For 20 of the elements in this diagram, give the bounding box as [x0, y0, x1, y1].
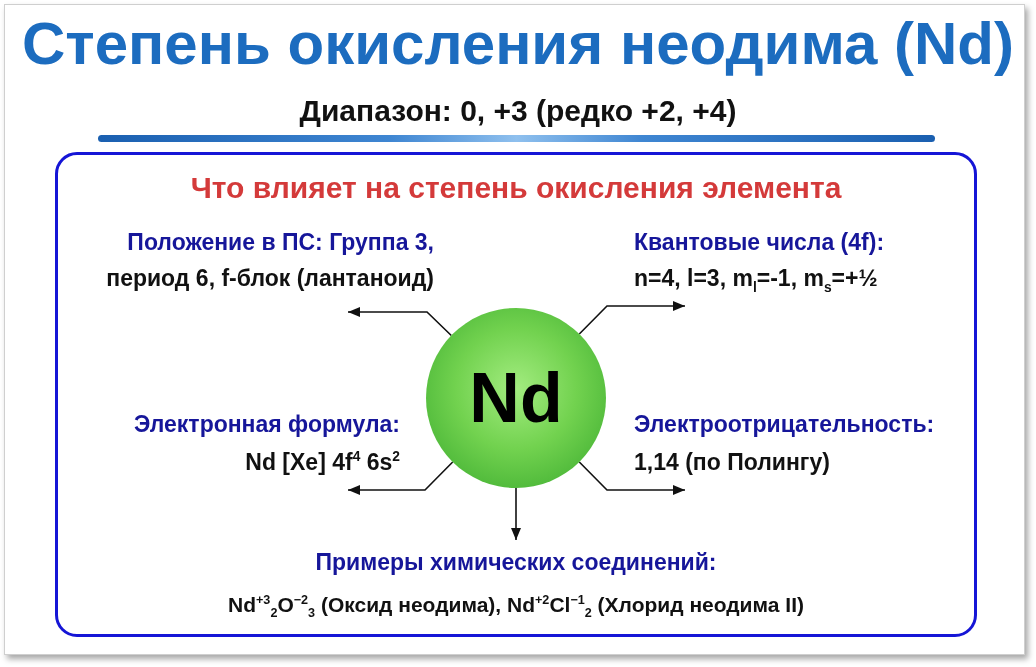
factor-heading: Электроотрицательность: — [634, 411, 935, 437]
page-title: Степень окисления неодима (Nd) — [22, 9, 1014, 79]
element-symbol: Nd — [469, 363, 563, 433]
factor-value: n=4, l=3, m$_{l}$=-1, m$_{s}$=+½ — [634, 265, 878, 291]
arrow — [347, 307, 453, 337]
compound-formulas: Nd$^{+3}$$_{2}$O$^{−2}$$_{3}$ (Оксид неодима), Nd$^{+2}$Cl$^{−1}$$_{2}$ (Хлорид неодима II) — [228, 592, 804, 618]
arrow — [511, 487, 521, 541]
content-frame — [55, 152, 977, 637]
arrow — [578, 461, 686, 495]
factor-value: 1,14 (по Полингу) — [634, 449, 830, 475]
factor-heading: Квантовые числа (4f): — [634, 229, 885, 255]
arrow — [578, 301, 686, 335]
subtitle: Диапазон: 0, +3 (редко +2, +4) — [299, 94, 737, 128]
arrow — [347, 461, 454, 495]
factor-value: Nd [Xe] 4f$^{4}$ 6s$^{2}$ — [245, 449, 400, 475]
factor-heading: Положение в ПС: Группа 3, — [127, 229, 434, 255]
factor-value: период 6, f-блок (лантаноид) — [106, 265, 434, 291]
factor-heading: Примеры химических соединений: — [315, 549, 717, 575]
factor-heading: Электронная формула: — [133, 411, 400, 437]
frame-heading: Что влияет на степень окисления элемента — [190, 171, 842, 205]
